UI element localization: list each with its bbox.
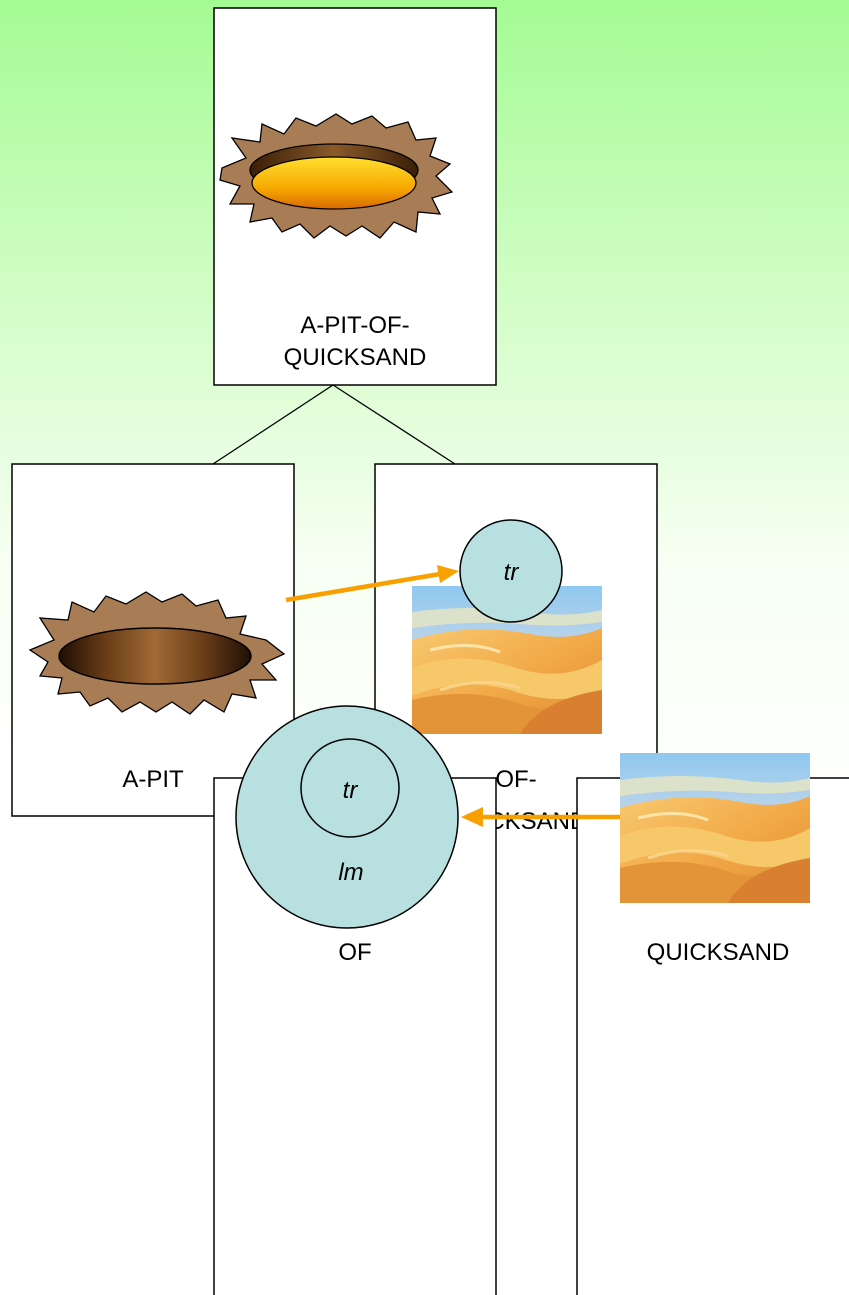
pit-glowing-icon [219,113,454,239]
landmark-label: lm [338,859,363,886]
edge-root-to-children [212,384,456,465]
node-a-pit: A-PIT [11,463,295,817]
node-of: tr lm OF [213,705,497,1295]
node-label: QUICKSAND [647,939,790,966]
arrow-pit-to-trajector [285,565,459,603]
node-label-line1: OF- [495,766,536,793]
desert-dunes-icon [620,753,810,903]
trajector-label: tr [504,559,520,586]
pit-dark-icon [28,591,286,715]
node-label-line2: QUICKSAND [284,344,427,371]
arrow-quicksand-to-landmark [461,807,620,827]
trajector-circle [300,738,400,838]
node-label-line1: A-PIT-OF- [300,312,409,339]
node-label: A-PIT [122,766,184,793]
trajector-label: tr [343,777,359,804]
node-a-pit-of-quicksand: A-PIT-OF- QUICKSAND [213,7,497,386]
trajector-circle [459,519,563,623]
node-quicksand: QUICKSAND [576,753,849,1295]
node-label: OF [338,939,371,966]
